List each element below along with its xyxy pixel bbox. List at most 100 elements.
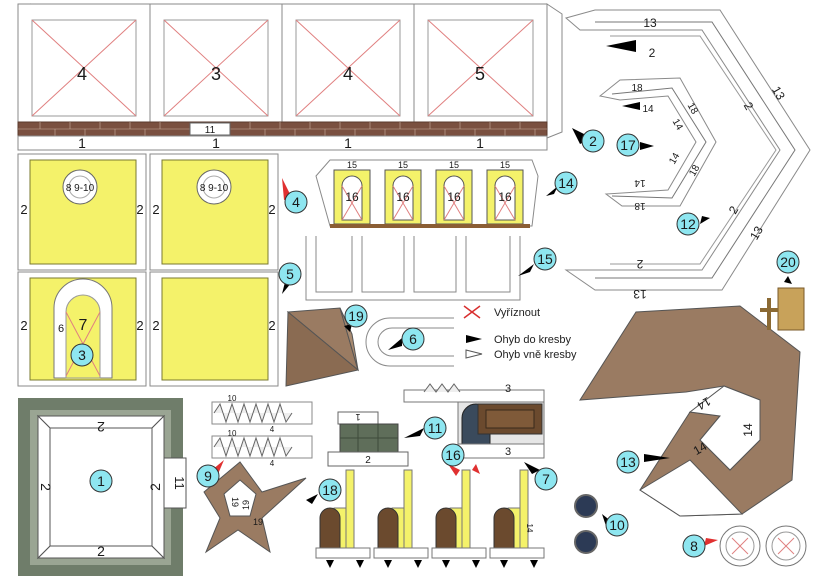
- panel-side-label: 2: [20, 318, 27, 333]
- roof-label: 13: [769, 84, 788, 103]
- bubble-15-label: 15: [537, 251, 553, 267]
- base-label-side: 11: [172, 476, 187, 490]
- window-label: 16: [345, 190, 359, 204]
- big-roof-label: 14: [741, 423, 755, 437]
- bubble-2-label: 2: [589, 133, 597, 149]
- small-roof-label: 18: [634, 200, 646, 211]
- cross-piece: [760, 287, 805, 331]
- legend-cut-label: Vyříznout: [494, 307, 540, 319]
- window-label: 16: [447, 190, 461, 204]
- wall-panel-1: 4: [17, 3, 151, 123]
- bubble-18-label: 18: [322, 482, 338, 498]
- roof-label: 2: [649, 46, 656, 60]
- wall-panels: 4 3 4 5: [17, 3, 563, 151]
- bubble-8-label: 8: [690, 538, 698, 554]
- panel-side-label: 2: [152, 318, 159, 333]
- bubble-12-label: 12: [680, 216, 696, 232]
- bubble-6: 6: [388, 327, 425, 351]
- window-top-label: 15: [398, 160, 408, 170]
- u-channels: [305, 236, 521, 301]
- star-label: 19: [253, 517, 263, 527]
- fan-piece: [285, 307, 360, 387]
- wall-base-label: 1: [344, 135, 352, 151]
- bubble-19-label: 19: [348, 308, 364, 324]
- wall-panel-2: 3: [149, 3, 283, 123]
- wall-panel-4: 5: [413, 3, 548, 123]
- bubble-4-label: 4: [292, 194, 300, 210]
- small-roof-label: 18: [687, 163, 702, 179]
- star-piece: 19 19 19: [203, 461, 307, 554]
- brick-strip: 11: [17, 121, 548, 137]
- window-top-label: 15: [347, 160, 357, 170]
- roof-label: 13: [633, 287, 647, 301]
- yellow-panels: 8 9-10 2 2 8 9-10 2 2 6 7 2 2: [17, 153, 279, 387]
- bubble-7: 7: [524, 462, 558, 491]
- wall-base-labels: 1 1 1 1: [17, 135, 548, 151]
- box-top-label: 1: [355, 412, 360, 422]
- yellow-panel-top-left: 8 9-10 2 2: [17, 153, 147, 271]
- fold-out-icon: [465, 349, 483, 359]
- yellow-panel-bottom-left: 6 7 2 2: [17, 271, 147, 387]
- wall-base-label: 1: [78, 135, 86, 151]
- small-roof-label: 18: [685, 101, 700, 117]
- wall-plate: [189, 122, 231, 136]
- small-roof-label: 18: [631, 83, 643, 94]
- panel-side-label: 2: [136, 318, 143, 333]
- panel-side-label: 2: [268, 202, 275, 217]
- wall-base-label: 1: [476, 135, 484, 151]
- small-roof-label: 14: [642, 104, 654, 115]
- legend-fold-out: Ohyb vně kresby: [465, 349, 577, 361]
- panel-center-label: 7: [79, 317, 88, 334]
- panel-side-label: 2: [20, 202, 27, 217]
- columns: 14: [315, 469, 545, 568]
- column-unit: 14: [489, 469, 545, 568]
- bubble-1: 1: [89, 469, 113, 493]
- wall-panel-number: 3: [211, 64, 221, 84]
- panel-side-label: 2: [152, 202, 159, 217]
- small-roof-label: 14: [667, 151, 682, 167]
- star-label: 19: [241, 500, 251, 510]
- bubble-18: 18: [306, 478, 342, 504]
- wall-base-label: 1: [212, 135, 220, 151]
- bubble-16-label: 16: [445, 447, 461, 463]
- column-tag: 14: [525, 524, 534, 533]
- window-unit: 15 16: [486, 160, 524, 225]
- column-unit: [431, 469, 487, 568]
- window-top-label: 15: [449, 160, 459, 170]
- big-roof-label: 14: [691, 439, 710, 458]
- door-top-label: 3: [505, 383, 511, 395]
- bubble-20: 20: [776, 250, 800, 284]
- panel-circle-label: 8 9-10: [200, 183, 229, 194]
- discs: [574, 494, 598, 554]
- bubble-11-label: 11: [428, 420, 443, 436]
- bubble-13-label: 13: [620, 454, 636, 470]
- bubble-17-label: 17: [620, 137, 636, 153]
- column-unit: [373, 469, 429, 568]
- bubble-8: 8: [682, 534, 718, 558]
- panel-side-label: 2: [268, 318, 275, 333]
- window-label: 16: [396, 190, 410, 204]
- bubble-10-label: 10: [609, 517, 625, 533]
- bubble-17: 17: [616, 133, 654, 157]
- wall-panel-number: 5: [475, 64, 485, 84]
- gear-strips: 10 4 10 4: [211, 394, 313, 468]
- bubble-5: 5: [278, 262, 302, 294]
- big-roof-label: 14: [694, 394, 713, 413]
- panel-inner-label: 6: [58, 323, 64, 335]
- bubble-5-label: 5: [286, 266, 294, 282]
- base-label-right: 2: [147, 483, 163, 491]
- u-hook: [365, 317, 454, 367]
- gear-label: 10: [228, 394, 237, 403]
- window-label: 16: [498, 190, 512, 204]
- rings: [719, 525, 807, 567]
- bubble-14-label: 14: [558, 175, 574, 191]
- roof-label: 13: [643, 16, 657, 30]
- base-label-top: 2: [97, 419, 105, 435]
- box-piece: 1 2: [327, 411, 409, 467]
- bubble-4: 4: [282, 178, 308, 214]
- roof-label: 13: [747, 223, 766, 242]
- yellow-panel-bottom-right: 2 2: [149, 271, 279, 387]
- bubble-3: 3: [70, 343, 94, 367]
- wall-panel-number: 4: [343, 64, 353, 84]
